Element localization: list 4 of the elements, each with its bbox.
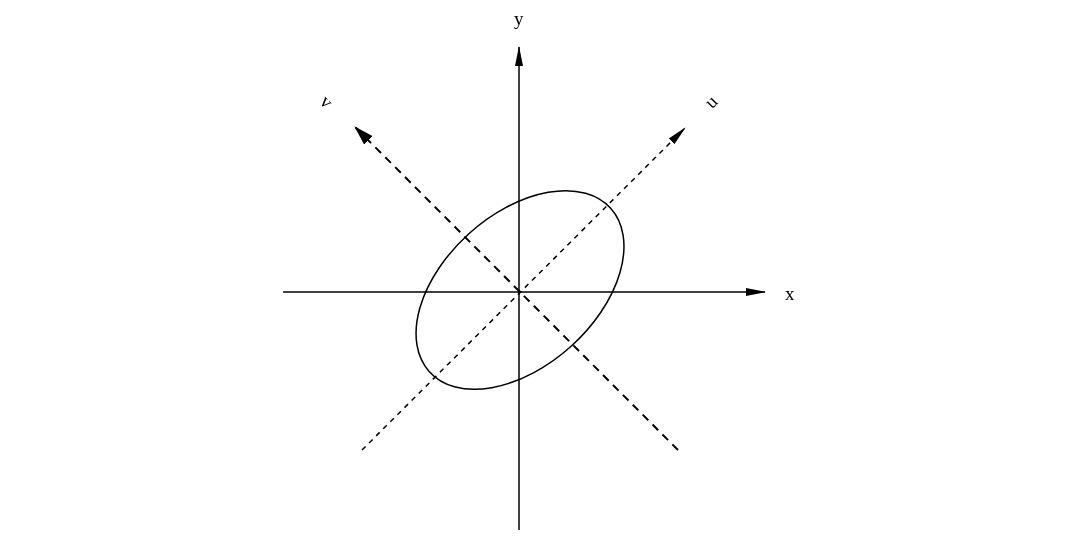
axis-label: v (316, 91, 337, 112)
axis-label: x (785, 284, 795, 303)
axis-label: y (514, 9, 524, 28)
axis-label: u (700, 91, 721, 112)
